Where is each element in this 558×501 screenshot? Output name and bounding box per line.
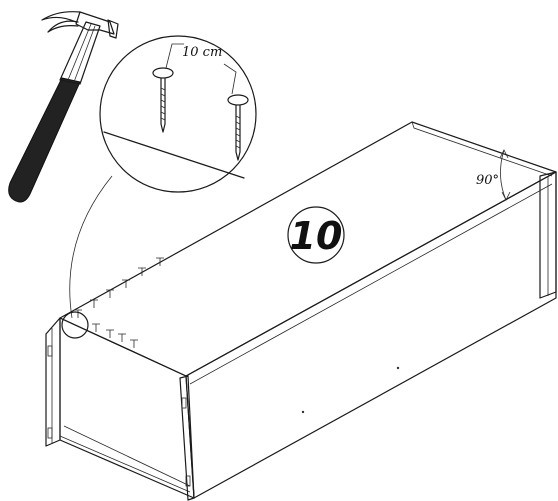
angle-label: 90°: [476, 173, 499, 188]
nail-row: [74, 257, 164, 348]
box-assembly: [45, 121, 557, 501]
dot: [396, 366, 400, 370]
angle-indicator: 90°: [476, 149, 511, 201]
dot: [301, 410, 305, 414]
detail-magnifier: 10 cm: [69, 35, 257, 319]
step-number: 10: [290, 214, 343, 258]
hammer-icon: [8, 11, 119, 203]
nail-icon: [152, 67, 174, 133]
measurement-label: 10 cm: [182, 45, 222, 60]
step-badge: 10: [287, 206, 345, 264]
nail-icon: [227, 94, 249, 161]
